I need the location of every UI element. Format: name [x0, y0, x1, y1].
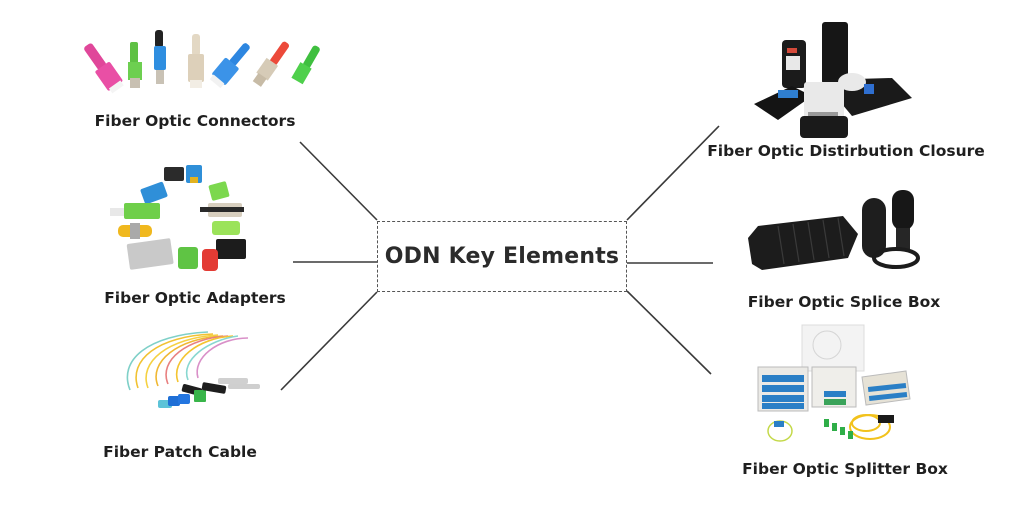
center-node: ODN Key Elements	[377, 221, 627, 292]
line-to-splitter-box	[626, 290, 712, 375]
node-label-connectors: Fiber Optic Connectors	[94, 112, 296, 130]
diagram-title: ODN Key Elements	[384, 244, 620, 269]
fiber-connectors-image	[84, 30, 320, 94]
patch-cable-image	[126, 331, 260, 408]
splitter-box-image	[757, 324, 911, 442]
node-label-patch-cable: Fiber Patch Cable	[103, 443, 257, 461]
node-label-splitter-box: Fiber Optic Splitter Box	[742, 460, 948, 478]
node-label-adapters: Fiber Optic Adapters	[104, 289, 286, 307]
line-to-patch-cable	[280, 291, 378, 391]
fiber-adapters-image	[110, 165, 246, 271]
node-label-distribution-closure: Fiber Optic Distirbution Closure	[707, 142, 985, 160]
splice-box-image	[748, 190, 920, 270]
line-to-distribution-closure	[626, 125, 720, 221]
distribution-closure-image	[754, 22, 912, 138]
node-label-splice-box: Fiber Optic Splice Box	[747, 293, 941, 311]
line-to-connectors	[299, 141, 378, 221]
